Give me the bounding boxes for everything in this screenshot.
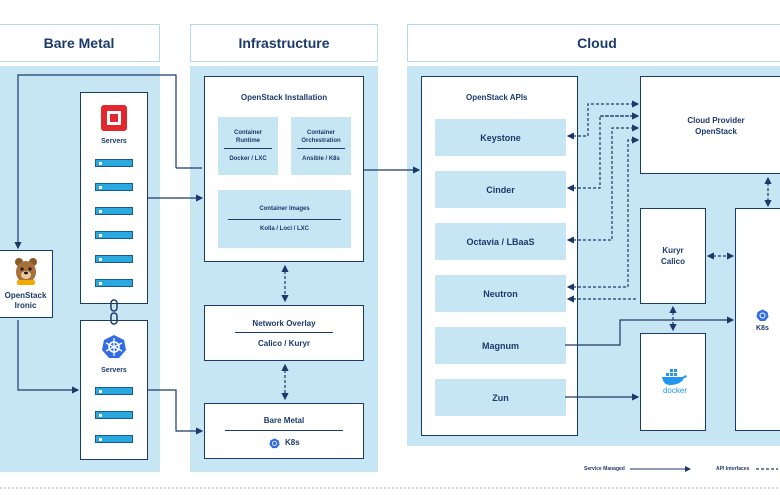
ironic-label: OpenStack Ironic	[4, 291, 47, 310]
container-images-box: Container Images Kolla / Loci / LXC	[218, 190, 351, 248]
servers-title: Servers	[101, 367, 127, 374]
api-octavia: Octavia / LBaaS	[435, 223, 566, 260]
server-slot	[95, 279, 133, 287]
api-cinder: Cinder	[435, 171, 566, 208]
kuryr-calico-box: Kuryr Calico	[640, 208, 706, 304]
column-title-bare-metal: Bare Metal	[0, 24, 160, 62]
legend-service-managed: Service Managed	[584, 466, 625, 472]
kubernetes-icon	[756, 309, 769, 322]
column-title-cloud: Cloud	[407, 24, 780, 62]
column-title-infrastructure: Infrastructure	[190, 24, 378, 62]
api-keystone: Keystone	[435, 119, 566, 156]
k8s-box: K8s	[735, 208, 780, 431]
container-images-value: Kolla / Loci / LXC	[259, 226, 309, 232]
legend-api-interfaces: API Interfaces	[716, 466, 750, 472]
docker-label: docker	[662, 386, 687, 395]
openstack-apis-box: OpenStack APIs Keystone Cinder Octavia /…	[421, 76, 578, 436]
server-slot	[95, 255, 133, 263]
ironic-bear-icon	[12, 256, 40, 286]
server-slot	[95, 411, 133, 419]
container-orchestration-value: Ansible / K8s	[302, 156, 340, 162]
kubernetes-icon	[101, 334, 127, 360]
cloud-provider-label: Cloud Provider OpenStack	[687, 116, 745, 136]
servers-box-openstack: Servers	[80, 92, 148, 304]
container-runtime-value: Docker / LXC	[229, 156, 267, 162]
container-orchestration-box: Container Orchestration Ansible / K8s	[291, 117, 351, 175]
cloud-provider-openstack-box: Cloud Provider OpenStack	[640, 76, 780, 174]
openstack-installation-box: OpenStack Installation Container Runtime…	[204, 76, 364, 262]
container-images-title: Container Images	[259, 206, 310, 212]
infra-bare-metal-value: K8s	[285, 438, 300, 447]
openstack-installation-title: OpenStack Installation	[240, 93, 328, 102]
server-slot	[95, 207, 133, 215]
servers-title: Servers	[101, 138, 127, 145]
network-overlay-box: Network Overlay Calico / Kuryr	[204, 305, 364, 361]
server-slot	[95, 159, 133, 167]
kuryr-calico-label: Kuryr Calico	[660, 246, 685, 266]
server-slot	[95, 231, 133, 239]
network-overlay-title: Network Overlay	[252, 319, 316, 328]
server-slot	[95, 387, 133, 395]
api-neutron: Neutron	[435, 275, 566, 312]
network-overlay-value: Calico / Kuryr	[257, 339, 310, 348]
container-orchestration-title: Container Orchestration	[301, 130, 341, 144]
infra-bare-metal-box: Bare Metal K8s	[204, 403, 364, 459]
openstack-apis-title: OpenStack APIs	[466, 93, 528, 102]
docker-whale-icon	[661, 368, 689, 386]
server-slot	[95, 435, 133, 443]
api-magnum: Magnum	[435, 327, 566, 364]
infra-bare-metal-title: Bare Metal	[263, 416, 305, 425]
servers-box-kubernetes: Servers	[80, 320, 148, 460]
server-slot	[95, 183, 133, 191]
chain-link-icon	[110, 299, 118, 325]
k8s-label: K8s	[756, 325, 769, 332]
container-runtime-title: Container Runtime	[233, 130, 262, 144]
container-runtime-box: Container Runtime Docker / LXC	[218, 117, 278, 175]
openstack-logo-icon	[101, 105, 127, 131]
openstack-ironic-box: OpenStack Ironic	[0, 250, 53, 318]
api-zun: Zun	[435, 379, 566, 416]
docker-box: docker	[640, 333, 706, 431]
kubernetes-icon	[269, 436, 280, 449]
